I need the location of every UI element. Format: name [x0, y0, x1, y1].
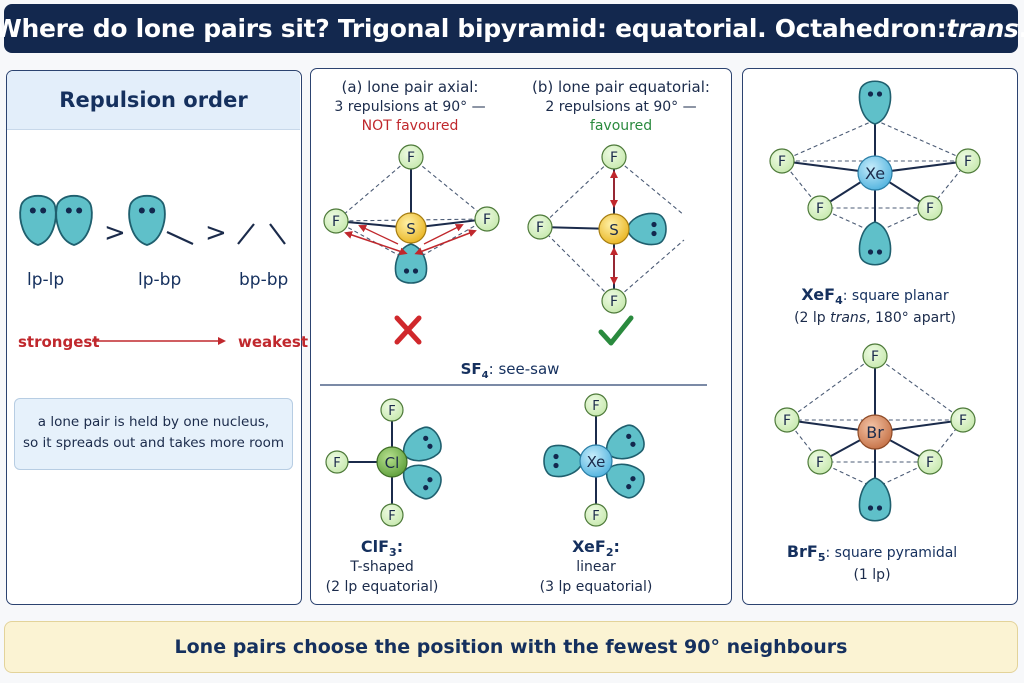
- label-lp-lp: lp-lp: [27, 270, 65, 290]
- summary-footer: Lone pairs choose the position with the …: [4, 621, 1018, 673]
- note-line-2: so it spreads out and takes more room: [22, 435, 285, 451]
- label-strongest: strongest: [18, 333, 100, 351]
- label-weakest: weakest: [238, 333, 308, 351]
- title-main: Where do lone pairs sit? Trigonal bipyra…: [0, 14, 947, 43]
- note-line-1: a lone pair is held by one nucleus,: [37, 414, 270, 430]
- title-bar: Where do lone pairs sit? Trigonal bipyra…: [0, 4, 1024, 53]
- lone-pair-note: a lone pair is held by one nucleus, so i…: [14, 398, 293, 470]
- repulsion-order-heading: Repulsion order: [7, 71, 300, 130]
- label-bp-bp: bp-bp: [239, 270, 289, 290]
- repulsion-order-panel: Repulsion order: [6, 70, 302, 605]
- label-lp-bp: lp-bp: [138, 270, 182, 290]
- sf4-comparison-panel: [310, 68, 732, 605]
- title-trans: trans: [946, 14, 1019, 43]
- title-end: .: [1019, 14, 1024, 43]
- octahedral-panel: [742, 68, 1018, 605]
